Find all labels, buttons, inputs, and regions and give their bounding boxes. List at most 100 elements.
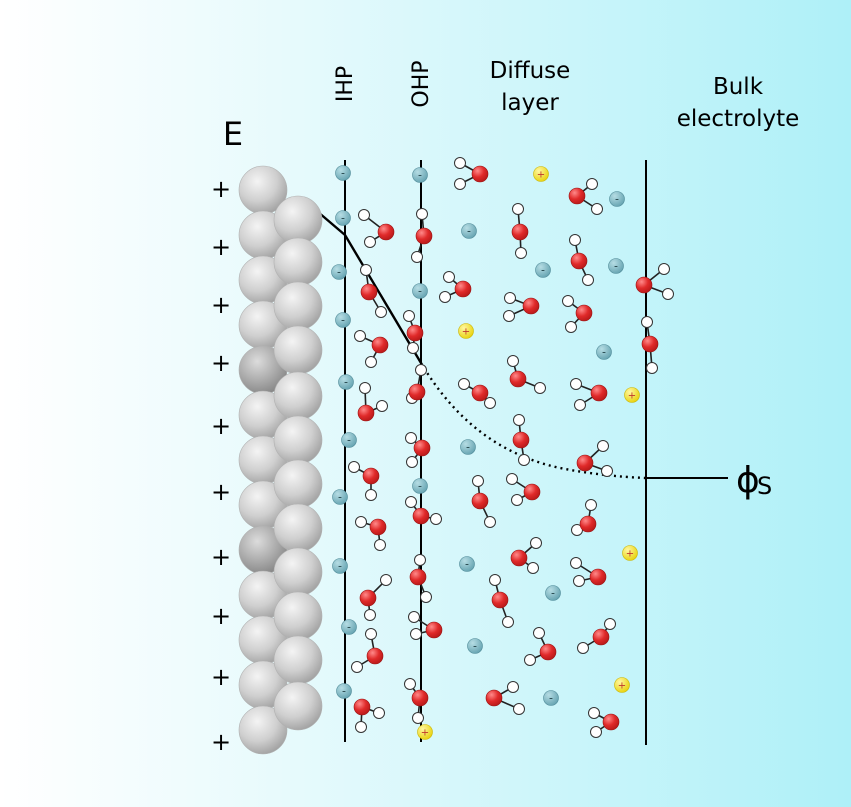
hydrogen-atom: [411, 251, 423, 263]
hydrogen-atom: [365, 489, 377, 501]
hydrogen-atom: [570, 378, 582, 390]
oxygen-atom: [539, 643, 557, 661]
oxygen-atom: [590, 384, 608, 402]
anion: -: [412, 478, 428, 494]
hydrogen-atom: [591, 203, 603, 215]
water-molecule: [506, 473, 541, 506]
hydrogen-atom: [359, 382, 371, 394]
anion-sphere: [412, 283, 428, 299]
anion-sign: -: [347, 621, 351, 634]
oxygen-atom: [471, 165, 489, 183]
anion-sphere: [412, 167, 428, 183]
oxygen-atom: [641, 335, 659, 353]
cation: +: [417, 724, 433, 740]
electrode-sphere: [273, 281, 323, 331]
hydrogen-atom: [375, 306, 387, 318]
hydrogen-atom: [439, 291, 451, 303]
cation-sign: +: [628, 391, 636, 402]
diffuse-label-line1: Diffuse: [490, 58, 571, 84]
cation-sphere: [622, 545, 638, 561]
hydrogen-atom: [512, 203, 524, 215]
anion: -: [335, 165, 351, 181]
hydrogen-atom: [472, 475, 484, 487]
cation-sphere: [614, 677, 630, 693]
hydrogen-atom: [530, 537, 542, 549]
anion-sign: -: [418, 169, 422, 182]
anion-sphere: [412, 478, 428, 494]
anion-sphere: [460, 439, 476, 455]
oxygen-atom: [509, 370, 527, 388]
oxygen-atom: [409, 568, 427, 586]
water-molecule: [355, 516, 387, 551]
anion: -: [332, 558, 348, 574]
cation: +: [622, 545, 638, 561]
anion-sphere: [609, 191, 625, 207]
anion: -: [336, 683, 352, 699]
cation-sign: +: [537, 170, 545, 181]
anion-sign: -: [338, 491, 342, 504]
hydrogen-atom: [524, 654, 536, 666]
cation: +: [458, 323, 474, 339]
molecules-layer: [348, 157, 674, 738]
hydrogen-atom: [569, 234, 581, 246]
hydrogen-atom: [458, 378, 470, 390]
anion-sign: -: [341, 212, 345, 225]
hydrogen-atom: [534, 382, 546, 394]
oxygen-atom: [425, 621, 443, 639]
anion-sign: -: [473, 640, 477, 653]
anion-sign: -: [337, 266, 341, 279]
water-molecule: [577, 618, 616, 654]
oxygen-atom: [406, 324, 424, 342]
oxygen-atom: [371, 336, 389, 354]
electrode-sphere: [273, 325, 323, 375]
bulk-label-line1: Bulk: [713, 74, 764, 100]
hydrogen-atom: [504, 292, 516, 304]
hydrogen-atom: [503, 310, 515, 322]
water-molecule: [403, 310, 424, 354]
water-molecule: [458, 378, 496, 409]
anion: -: [412, 167, 428, 183]
hydrogen-atom: [582, 274, 594, 286]
water-molecule: [635, 263, 674, 300]
electrode-sphere: [273, 371, 323, 421]
cation-sphere: [624, 387, 640, 403]
electrode-sphere: [273, 237, 323, 287]
hydrogen-atom: [562, 295, 574, 307]
hydrogen-atom: [577, 642, 589, 654]
oxygen-atom: [471, 492, 489, 510]
hydrogen-atom: [420, 591, 432, 603]
oxygen-atom: [454, 280, 472, 298]
surface-positive-charge: +: [211, 233, 231, 261]
oxygen-atom: [512, 431, 530, 449]
hydrogen-atom: [658, 263, 670, 275]
oxygen-atom: [589, 568, 607, 586]
hydrogen-atom: [365, 628, 377, 640]
hydrogen-atom: [641, 316, 653, 328]
anion-sphere: [608, 258, 624, 274]
anion-sign: -: [418, 480, 422, 493]
electrode-sphere: [273, 459, 323, 509]
hydrogen-atom: [365, 356, 377, 368]
anion-sign: -: [347, 434, 351, 447]
ions-layer: -----------------------++++++: [331, 165, 640, 740]
water-molecule: [641, 316, 659, 374]
cation-sign: +: [421, 728, 429, 739]
water-molecule: [354, 330, 389, 368]
water-molecule: [507, 355, 546, 394]
hydrogen-atom: [373, 707, 385, 719]
water-molecule: [405, 432, 431, 468]
oxygen-atom: [635, 276, 653, 294]
anion-sphere: [332, 558, 348, 574]
anion-sphere: [335, 312, 351, 328]
hydrogen-atom: [406, 456, 418, 468]
electrode-sphere: [273, 195, 323, 245]
water-molecule: [503, 292, 540, 322]
water-molecule: [353, 698, 385, 733]
water-molecule: [360, 264, 387, 318]
water-molecule: [485, 681, 525, 715]
hydrogen-atom: [403, 310, 415, 322]
anion: -: [338, 374, 354, 390]
electrode-sphere: [273, 503, 323, 553]
